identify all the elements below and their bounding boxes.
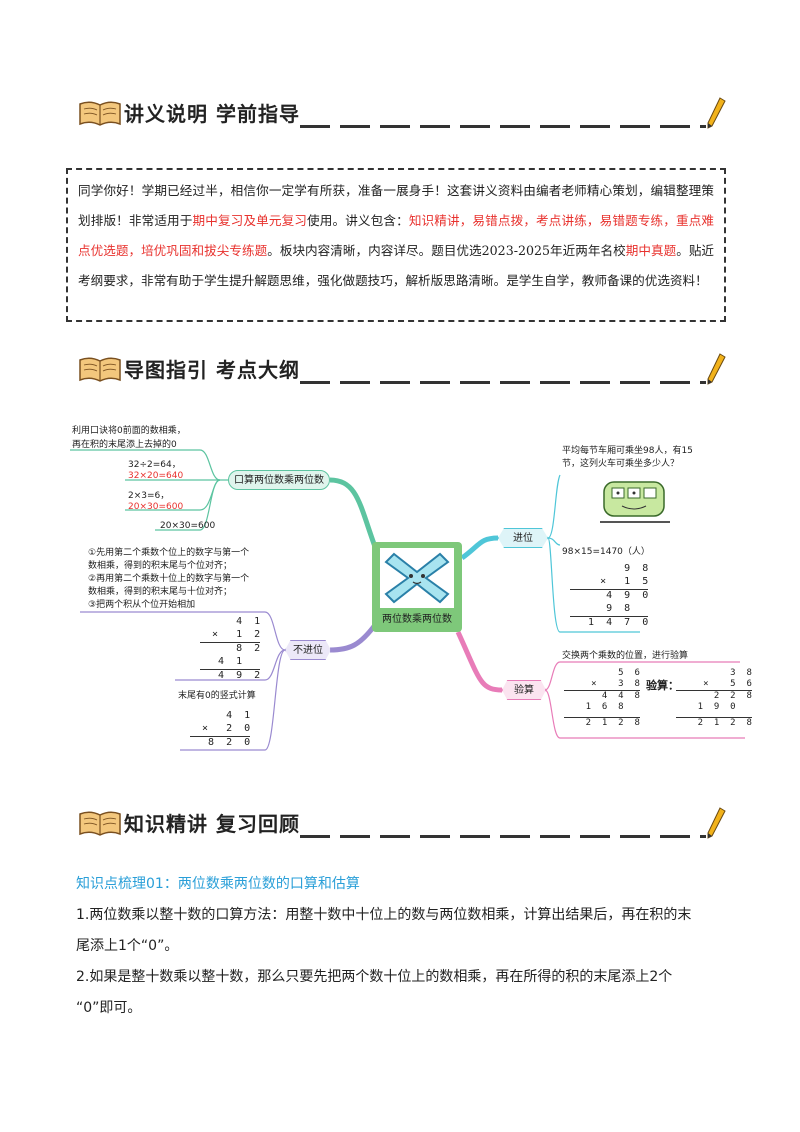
pencil-icon bbox=[707, 807, 726, 839]
book-icon bbox=[79, 811, 121, 836]
intro-highlight: 期中复习及单元复习 bbox=[192, 213, 308, 228]
oral-example: 32÷2=64， bbox=[128, 460, 181, 470]
pencil-icon bbox=[707, 353, 726, 385]
nocarry-rule: ②再用第二个乘数十位上的数字与第一个 bbox=[88, 574, 250, 584]
intro-highlight: 期中真题 bbox=[625, 243, 677, 258]
oral-example: 32×20=640 bbox=[128, 471, 184, 481]
check-label: 验算： bbox=[646, 679, 679, 692]
section-title: 知识精讲 复习回顾 bbox=[124, 812, 300, 836]
section-title: 讲义说明 学前指导 bbox=[124, 102, 300, 126]
carry-equation: 98×15=1470（人） bbox=[562, 547, 650, 557]
oral-example: 2×3=6， bbox=[128, 491, 170, 501]
nocarry-rule: ①先用第二个乘数个位上的数字与第一个 bbox=[88, 548, 250, 558]
center-label: 两位数乘两位数 bbox=[382, 614, 452, 625]
section-title: 导图指引 考点大纲 bbox=[124, 358, 300, 382]
intro-text: 使用。讲义包含： bbox=[307, 213, 409, 228]
train-icon bbox=[600, 481, 670, 523]
section-header-mindmap: 导图指引 考点大纲 bbox=[78, 352, 726, 388]
multiply-sign-icon bbox=[380, 548, 454, 608]
nocarry-zero-rule: 末尾有0的竖式计算 bbox=[178, 691, 256, 701]
intro-box: 同学你好！学期已经过半，相信你一定学有所获，准备一展身手！这套讲义资料由编者老师… bbox=[66, 168, 726, 322]
nocarry-rule: 数相乘，得到的积末尾与个位对齐； bbox=[88, 561, 233, 571]
book-icon bbox=[79, 357, 121, 382]
oral-rule: 再在积的末尾添上去掉的0 bbox=[72, 440, 177, 450]
section-header-knowledge: 知识精讲 复习回顾 bbox=[78, 806, 726, 842]
node-carry: 进位 bbox=[498, 528, 548, 548]
carry-question: 节，这列火车可乘坐多少人？ bbox=[562, 459, 680, 469]
knowledge-line: 2.如果是整十数乘以整十数，那么只要先把两个数十位上的数相乘，再在所得的积的末尾… bbox=[76, 969, 673, 985]
zero-vertical-calc: 4 1 × 2 0 8 2 0 bbox=[190, 710, 251, 748]
intro-highlight: 知识精讲，易错点拨，考点讲练，易错题专练，重点难点优选题，培优巩固和拔尖专练题 bbox=[78, 213, 715, 258]
node-oral: 口算两位数乘两位数 bbox=[228, 470, 330, 490]
knowledge-line: 1.两位数乘以整十数的口算方法：用整十数中十位上的数与两位数相乘，计算出结果后，… bbox=[76, 907, 692, 923]
check-rule: 交换两个乘数的位置，进行验算 bbox=[562, 651, 689, 661]
node-nocarry: 不进位 bbox=[285, 640, 331, 660]
pencil-icon bbox=[707, 97, 726, 129]
nocarry-rule: 数相乘，得到的积末尾与十位对齐； bbox=[88, 587, 233, 597]
divider bbox=[300, 835, 706, 838]
divider bbox=[300, 125, 706, 128]
divider bbox=[300, 381, 706, 384]
book-icon bbox=[79, 101, 121, 126]
intro-text: 同学你好！学期已经过半，相信你一定学有所获，准备一展身手！这套讲义资料由编者老师… bbox=[78, 183, 714, 228]
knowledge-line: 尾添上1个“0”。 bbox=[76, 938, 179, 954]
oral-example: 20×30=600 bbox=[160, 521, 216, 531]
mindmap-center-node: 两位数乘两位数 bbox=[372, 542, 462, 632]
check-calc-b: 3 8 × 5 6 2 2 8 1 9 0 2 1 2 8 bbox=[676, 668, 752, 728]
oral-example: 20×30=600 bbox=[128, 502, 184, 512]
section-header-guide: 讲义说明 学前指导 bbox=[78, 96, 726, 132]
intro-text: 。贴近考纲要求，非常有助于学生提升解题思维，强化做题技巧，解析版思路清晰。是学生… bbox=[78, 243, 715, 288]
knowledge-point-title: 知识点梳理01：两位数乘两位数的口算和估算 bbox=[76, 876, 360, 892]
knowledge-line: “0”即可。 bbox=[76, 1000, 142, 1016]
intro-text: 。板块内容清晰，内容详尽。题目优选2023-2025年近两年名校 bbox=[267, 243, 626, 258]
oral-rule: 利用口诀将0前面的数相乘， bbox=[72, 426, 186, 436]
carry-vertical-calc: 9 8 × 1 5 4 9 0 9 8 1 4 7 0 bbox=[570, 563, 649, 628]
carry-question: 平均每节车厢可乘坐98人，有15 bbox=[562, 446, 693, 456]
node-check: 验算 bbox=[502, 680, 546, 700]
nocarry-vertical-calc: 4 1 × 1 2 8 2 4 1 4 9 2 bbox=[200, 616, 261, 681]
nocarry-rule: ③把两个积从个位开始相加 bbox=[88, 600, 196, 610]
mindmap-connectors bbox=[70, 449, 745, 751]
check-calc-a: 5 6 × 3 8 4 4 8 1 6 8 2 1 2 8 bbox=[564, 668, 640, 728]
